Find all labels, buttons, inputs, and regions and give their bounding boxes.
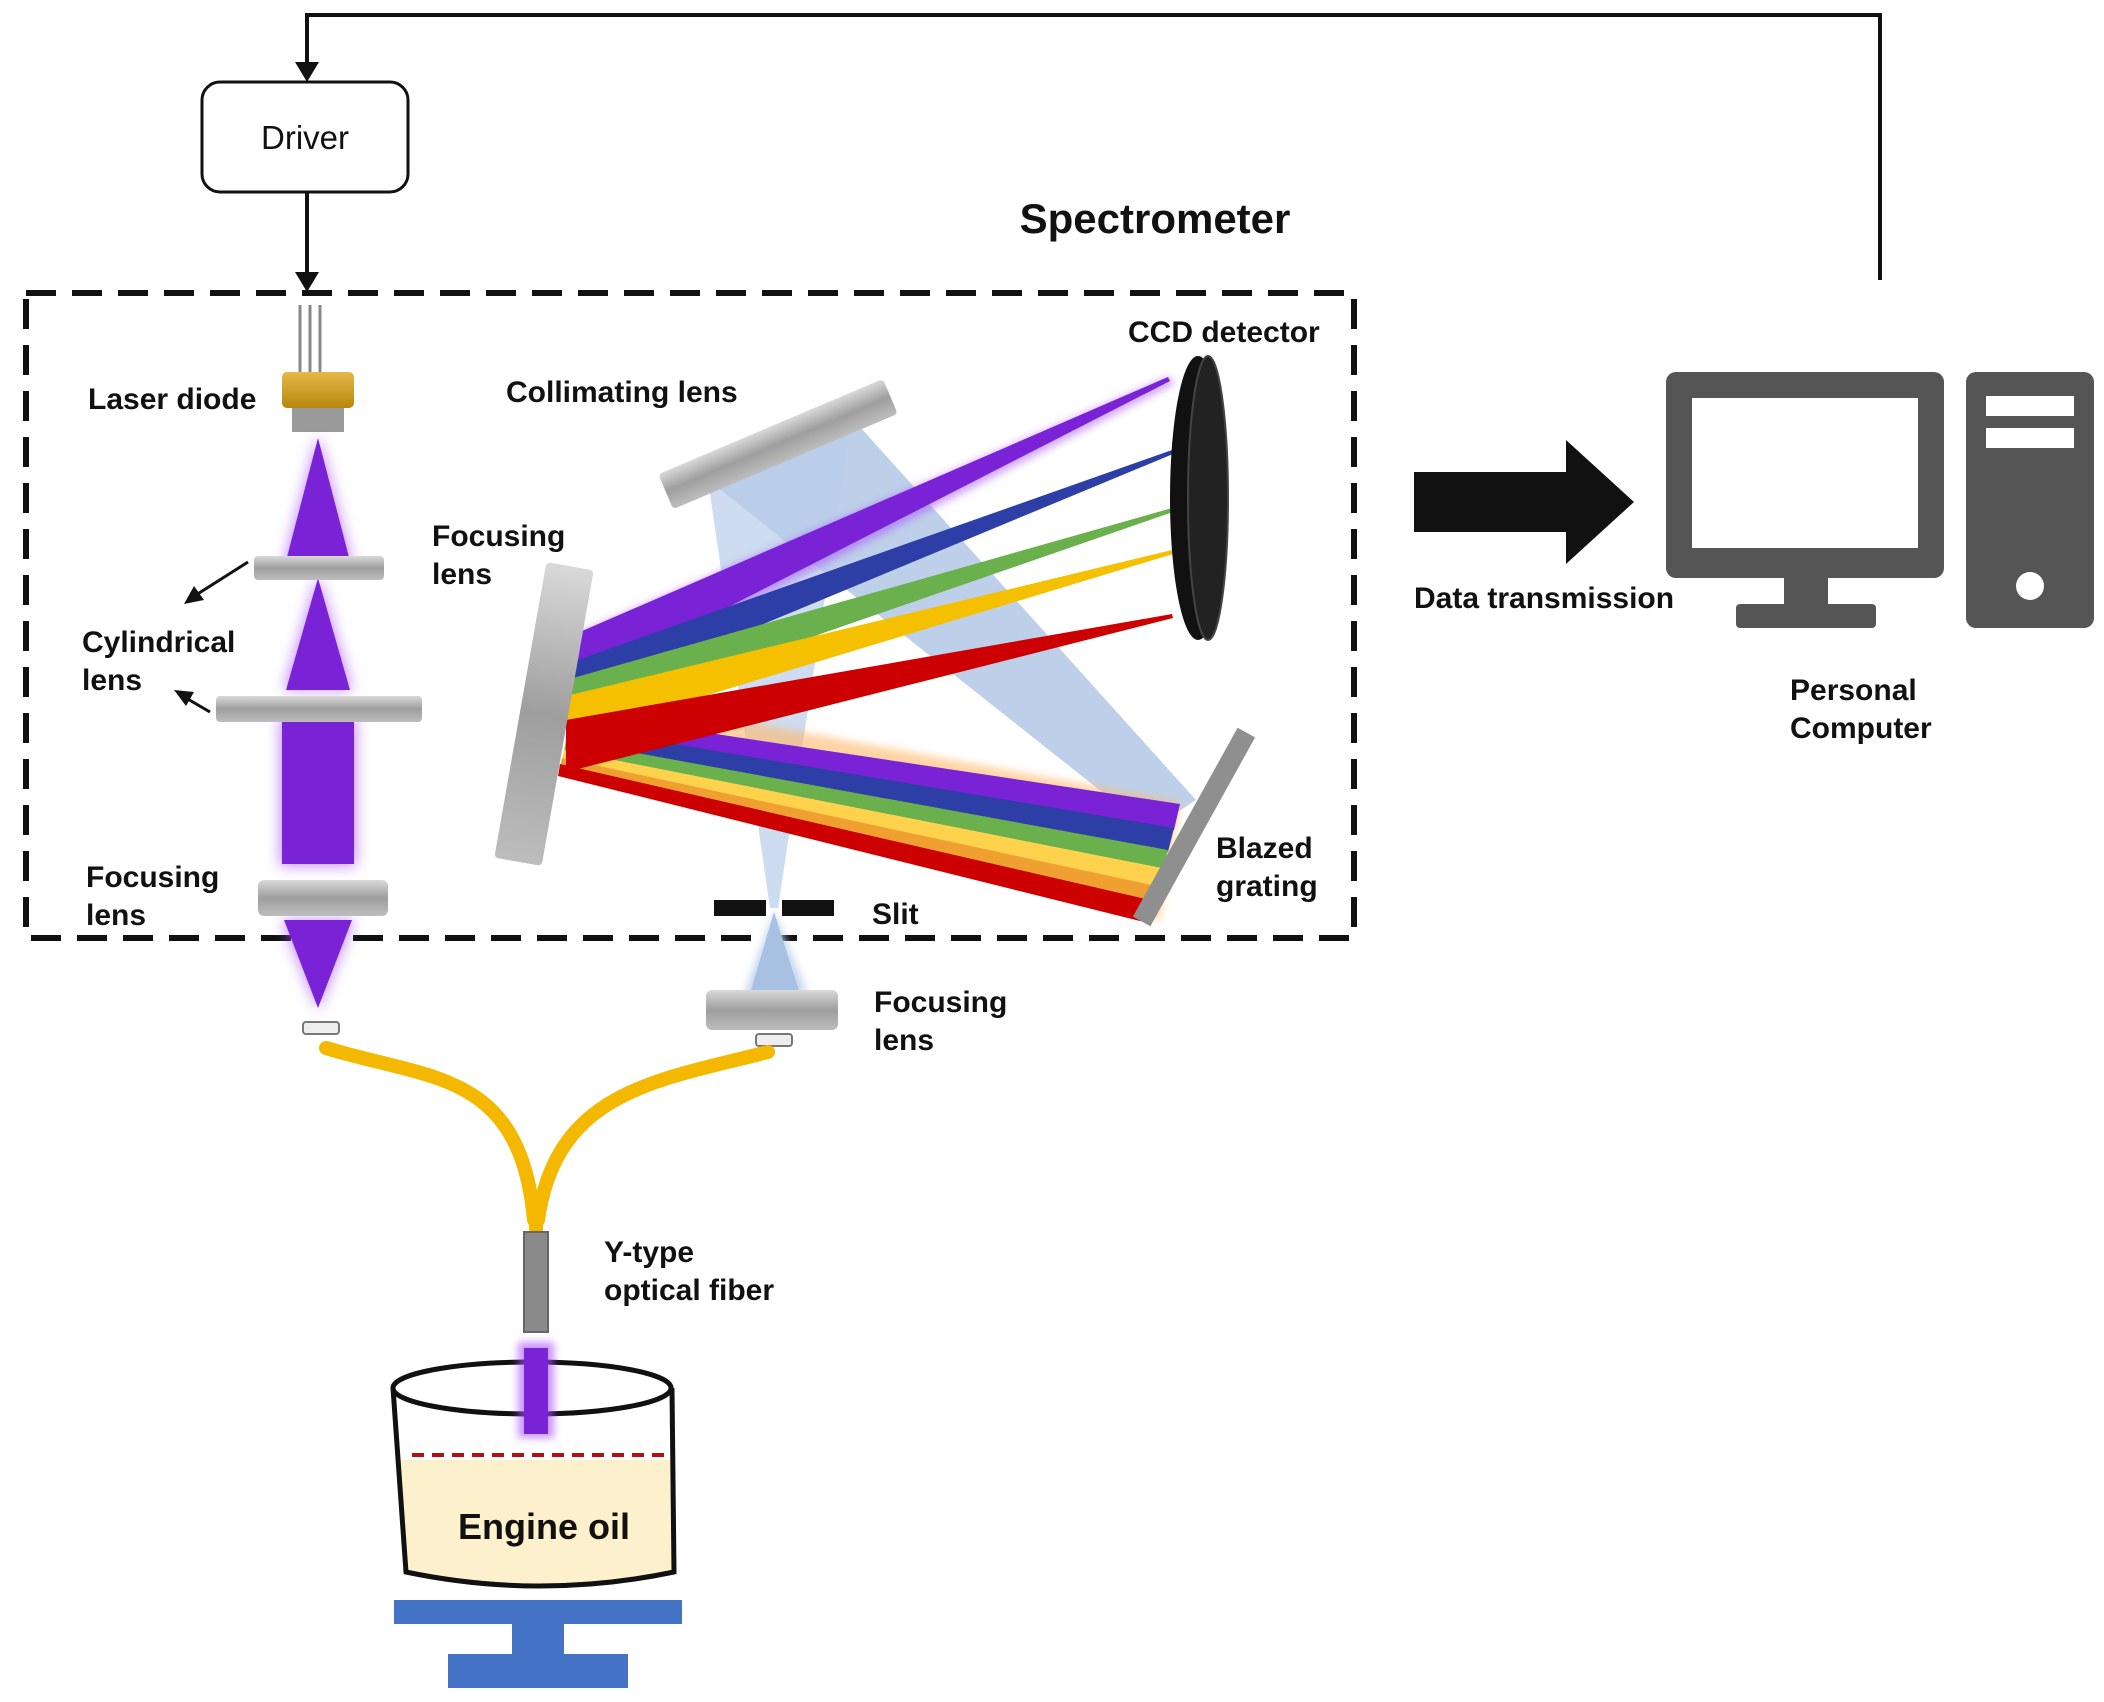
- slit-label: Slit: [872, 898, 919, 931]
- driver-box: Driver: [200, 80, 410, 194]
- ccd-detector: [1170, 355, 1229, 641]
- driver-to-laser-arrow: [295, 192, 319, 292]
- focusing-lens-left: [258, 880, 388, 916]
- collection-cone: [744, 912, 808, 994]
- laser-diode: [282, 305, 354, 432]
- cylindrical-lens-top: [254, 556, 384, 580]
- pc-label-1: Personal: [1790, 674, 1917, 707]
- focusing-lens-bottom-label-2: lens: [874, 1024, 934, 1057]
- blazed-grating-label-2: grating: [1216, 870, 1318, 903]
- spectrometer-title: Spectrometer: [1020, 195, 1291, 242]
- data-transmission-label: Data transmission: [1414, 582, 1674, 615]
- laser-beam: [280, 435, 356, 1010]
- cylindrical-lens-label-2: lens: [82, 664, 142, 697]
- probe-light: [518, 1342, 554, 1438]
- cylindrical-lens-label-1: Cylindrical: [82, 626, 235, 659]
- fiber-label-1: Y-type: [604, 1236, 694, 1269]
- focusing-lens-left-label-2: lens: [86, 899, 146, 932]
- fiber-tip-left: [302, 1021, 340, 1035]
- feedback-line: [295, 13, 1882, 280]
- spectrum-to-ccd: [562, 376, 1174, 772]
- driver-label: Driver: [261, 119, 349, 156]
- cylindrical-lens-arrows: [174, 560, 249, 714]
- focusing-lens-bottom-label-1: Focusing: [874, 986, 1007, 1019]
- ray-red: [566, 614, 1173, 772]
- data-transmission-arrow: [1414, 440, 1634, 564]
- pc-label-2: Computer: [1790, 712, 1932, 745]
- focusing-lens-left-label-1: Focusing: [86, 861, 219, 894]
- engine-oil-label: Engine oil: [458, 1506, 630, 1547]
- collimating-lens-label: Collimating lens: [506, 376, 738, 409]
- ccd-detector-label: CCD detector: [1128, 316, 1320, 349]
- focusing-lens-mid-label-1: Focusing: [432, 520, 565, 553]
- computer-icon: [1666, 372, 2094, 628]
- fiber-label-2: optical fiber: [604, 1274, 774, 1307]
- spectrometer-enclosure: [23, 290, 1357, 941]
- oil-container: [390, 1359, 677, 1589]
- y-type-fiber: [319, 1041, 775, 1333]
- slit: [714, 900, 834, 916]
- fiber-tip-right: [755, 1033, 793, 1047]
- collimating-lens: [659, 380, 897, 508]
- focusing-lens-middle: [494, 562, 594, 866]
- laser-diode-label: Laser diode: [88, 383, 256, 416]
- blazed-grating-label-1: Blazed: [1216, 832, 1313, 865]
- cylindrical-lens-bottom: [216, 696, 422, 722]
- spectrum-to-focusing-lens: [558, 690, 1180, 922]
- stand: [394, 1600, 682, 1688]
- blazed-grating: [1132, 727, 1256, 927]
- ray-yellow: [566, 550, 1173, 738]
- focusing-lens-bottom: [706, 990, 838, 1030]
- focusing-lens-mid-label-2: lens: [432, 558, 492, 591]
